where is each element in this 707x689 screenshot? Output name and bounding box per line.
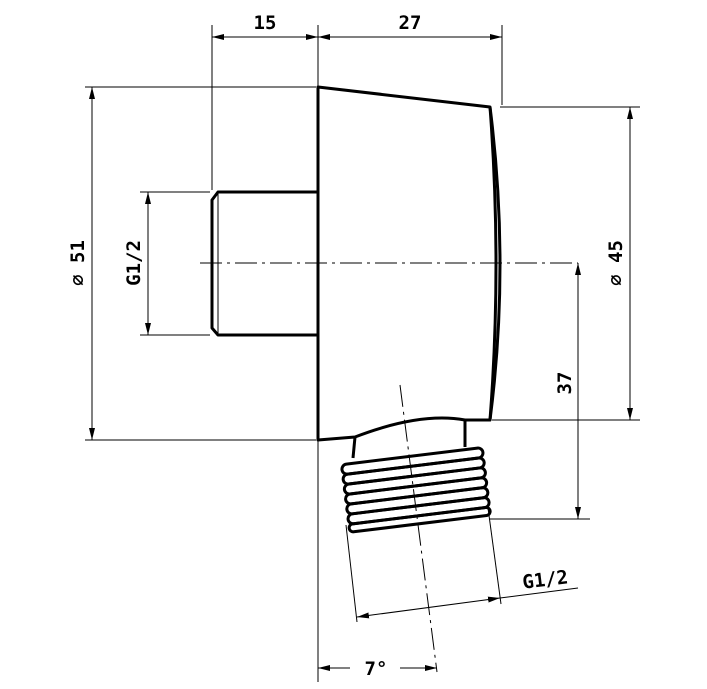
dim-g12-outlet-leader bbox=[499, 587, 579, 599]
extension-lines bbox=[85, 25, 640, 682]
outlet-thread bbox=[340, 446, 492, 534]
outlet-nut bbox=[351, 420, 467, 459]
inlet-pipe bbox=[210, 190, 318, 337]
dim-g12-outlet-line bbox=[356, 596, 501, 619]
dim-15-label: 15 bbox=[254, 12, 277, 34]
outlet-axis-centerline bbox=[399, 384, 438, 673]
dim-27-label: 27 bbox=[399, 12, 422, 34]
dim-37-label: 37 bbox=[554, 372, 576, 395]
dim-51-label: ⌀ 51 bbox=[67, 240, 89, 286]
part-outline bbox=[210, 85, 502, 534]
front-face-curve bbox=[488, 106, 498, 421]
dim-g12-inlet-label: G1/2 bbox=[123, 240, 145, 286]
dim-7deg-label: 7° bbox=[365, 658, 388, 680]
dim-45-label: ⌀ 45 bbox=[605, 240, 627, 286]
